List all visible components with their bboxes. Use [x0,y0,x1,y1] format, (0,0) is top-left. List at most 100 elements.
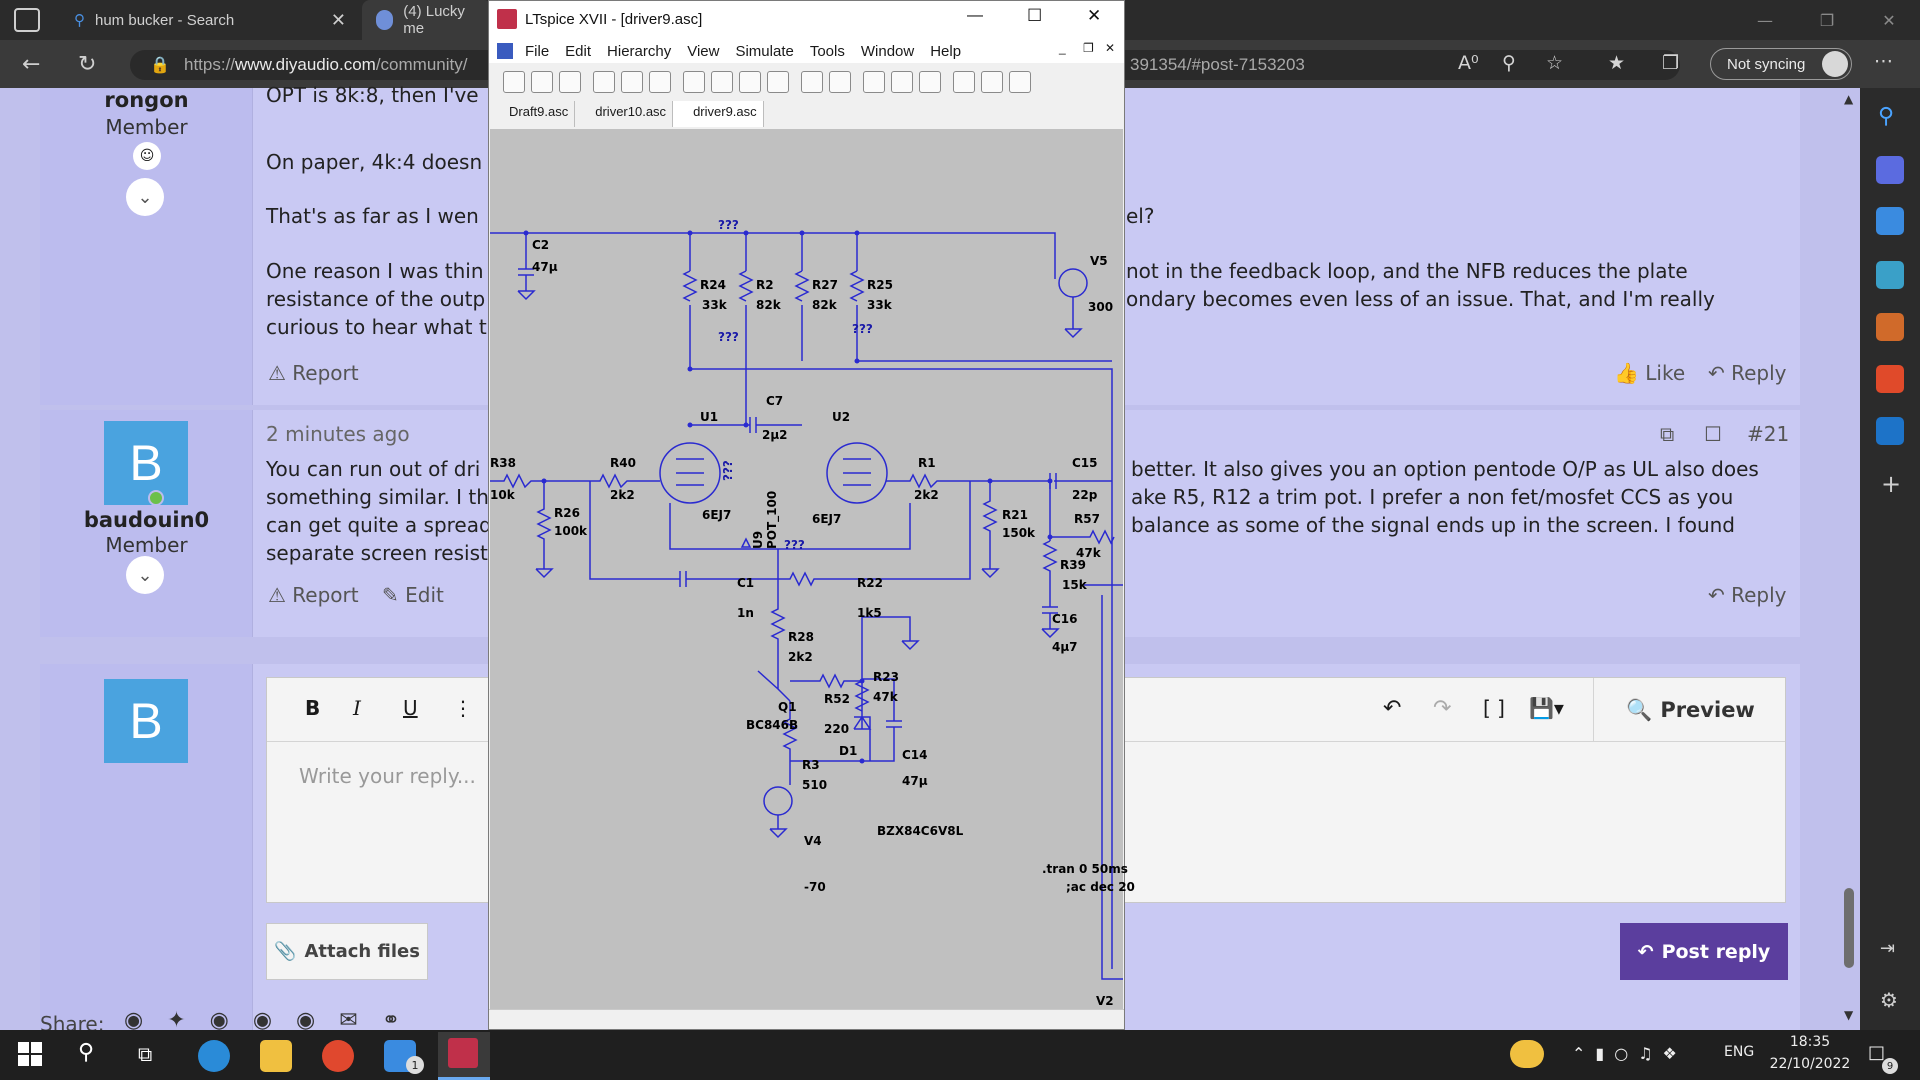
close-icon[interactable]: ✕ [1087,6,1102,25]
report-link[interactable]: ⚠ Report [268,583,359,607]
tran-directive[interactable]: .tran 0 50ms [1042,862,1128,876]
chrome-icon[interactable] [322,1040,354,1072]
start-icon[interactable] [18,1042,42,1066]
page-scrollbar[interactable]: ▲ ▼ [1838,88,1860,1030]
clock-date[interactable]: 22/10/2022 [1769,1056,1851,1072]
whatsapp-icon[interactable]: ◉ [296,1008,316,1033]
save-icon[interactable] [559,71,581,93]
zoom-area-icon[interactable] [711,71,733,93]
profile-button[interactable]: Not syncing [1710,48,1852,80]
doc-tab[interactable]: driver10.asc [575,101,674,127]
office-icon[interactable] [1876,365,1904,393]
battery-icon[interactable]: ▮ [1595,1044,1605,1063]
zoom-in-icon[interactable] [683,71,705,93]
menu-view[interactable]: View [687,42,720,60]
zoom-icon[interactable]: ⚲ [1502,52,1516,74]
browser-tab-search[interactable]: ⚲ hum bucker - Search ✕ [60,0,360,40]
minimize-icon[interactable]: — [1757,10,1773,30]
browser-tab-diyaudio[interactable]: (4) Lucky me [362,0,492,40]
settings-icon[interactable]: ⚙ [1880,988,1898,1012]
doc-tab[interactable]: Draft9.asc [489,101,576,127]
more-options-icon[interactable]: ⋮ [453,696,473,720]
hide-sidebar-icon[interactable]: ⇥ [1880,938,1896,959]
control-panel-icon[interactable] [593,71,615,93]
search-icon[interactable]: ⚲ [78,1040,95,1065]
italic-icon[interactable]: I [353,696,361,720]
paste-icon[interactable] [1009,71,1031,93]
menu-window[interactable]: Window [860,42,915,60]
collections-icon[interactable]: ❐ [1662,52,1680,74]
shopping-icon[interactable] [1876,207,1904,235]
menu-hierarchy[interactable]: Hierarchy [607,42,672,60]
save-draft-icon[interactable]: 💾▾ [1529,696,1564,720]
maximize-icon[interactable]: ☐ [1027,6,1043,25]
ltspice-taskbar-button[interactable] [438,1032,490,1080]
add-favorite-icon[interactable]: ☆ [1546,52,1564,74]
menu-simulate[interactable]: Simulate [735,42,794,60]
menu-help[interactable]: Help [930,42,962,60]
address-bar[interactable]: 🔒 https://www.diyaudio.com/community/ 39… [130,50,1680,80]
facebook-icon[interactable]: ◉ [124,1008,144,1033]
search-icon[interactable]: ⚲ [1878,104,1895,129]
grid-icon[interactable] [829,71,851,93]
menu-tools[interactable]: Tools [809,42,845,60]
file-explorer-icon[interactable] [260,1040,292,1072]
minimize-icon[interactable]: — [967,7,983,24]
post-time[interactable]: 2 minutes ago [266,422,410,446]
zoom-out-icon[interactable] [739,71,761,93]
report-link[interactable]: ⚠ Report [268,361,359,385]
read-aloud-icon[interactable]: A⁰ [1458,52,1479,74]
attach-files-button[interactable]: 📎Attach files [266,923,428,980]
bookmark-icon[interactable]: ☐ [1704,422,1722,446]
edge-icon[interactable] [198,1040,230,1072]
preview-button[interactable]: 🔍Preview [1593,678,1787,742]
outlook-icon[interactable] [1876,417,1904,445]
language-indicator[interactable]: ENG [1724,1044,1755,1060]
ac-directive[interactable]: ;ac dec 20 [1066,880,1135,894]
scroll-down-icon[interactable]: ▼ [1844,1008,1854,1022]
expand-user-icon[interactable]: ⌄ [126,178,164,216]
pan-icon[interactable] [649,71,671,93]
username[interactable]: rongon [104,88,189,112]
cascade-icon[interactable] [891,71,913,93]
pinterest-icon[interactable]: ◉ [252,1008,273,1033]
mdi-minimize-icon[interactable]: _ [1059,41,1066,55]
clock-time[interactable]: 18:35 [1789,1034,1831,1050]
avatar[interactable]: B [104,679,188,763]
back-icon[interactable]: ← [22,52,41,77]
add-icon[interactable]: + [1881,470,1902,498]
games-icon[interactable] [1876,313,1904,341]
halt-icon[interactable] [621,71,643,93]
copilot-icon[interactable] [1876,156,1904,184]
autorange-icon[interactable] [801,71,823,93]
run-icon[interactable] [503,71,525,93]
favorites-icon[interactable]: ★ [1608,52,1626,74]
tab-actions-icon[interactable] [14,8,40,32]
twitter-icon[interactable]: ✦ [167,1008,186,1033]
reddit-icon[interactable]: ◉ [209,1008,229,1033]
scroll-up-icon[interactable]: ▲ [1844,92,1854,106]
volume-icon[interactable]: ♫ [1638,1044,1653,1063]
mdi-restore-icon[interactable]: ❐ [1083,41,1094,55]
cut-icon[interactable] [953,71,975,93]
scroll-thumb[interactable] [1844,888,1854,968]
email-icon[interactable]: ✉ [339,1008,358,1033]
expand-user-icon[interactable]: ⌄ [126,556,164,594]
copy-icon[interactable] [981,71,1003,93]
avatar[interactable]: B [104,421,188,505]
close-icon[interactable]: ✕ [1882,10,1896,30]
task-view-icon[interactable]: ⧉ [138,1042,153,1066]
underline-icon[interactable]: U [403,696,418,720]
like-link[interactable]: 👍 Like [1614,361,1685,385]
schematic-canvas[interactable]: ??? ??? ??? ??? ??? C2 47µ R24 33k R2 82… [490,129,1135,1009]
doc-tab-active[interactable]: driver9.asc [673,101,764,127]
share-icon[interactable]: ⧉ [1660,422,1675,446]
undo-icon[interactable]: ↶ [1383,696,1402,721]
ltspice-titlebar[interactable]: LTspice XVII - [driver9.asc] — ☐ ✕ [489,1,1124,39]
bbcode-icon[interactable]: [ ] [1483,696,1505,720]
weather-icon[interactable] [1510,1040,1544,1068]
bold-icon[interactable]: B [305,696,321,720]
refresh-icon[interactable]: ↻ [78,52,97,77]
close-all-icon[interactable] [919,71,941,93]
edit-link[interactable]: ✎ Edit [382,583,444,607]
